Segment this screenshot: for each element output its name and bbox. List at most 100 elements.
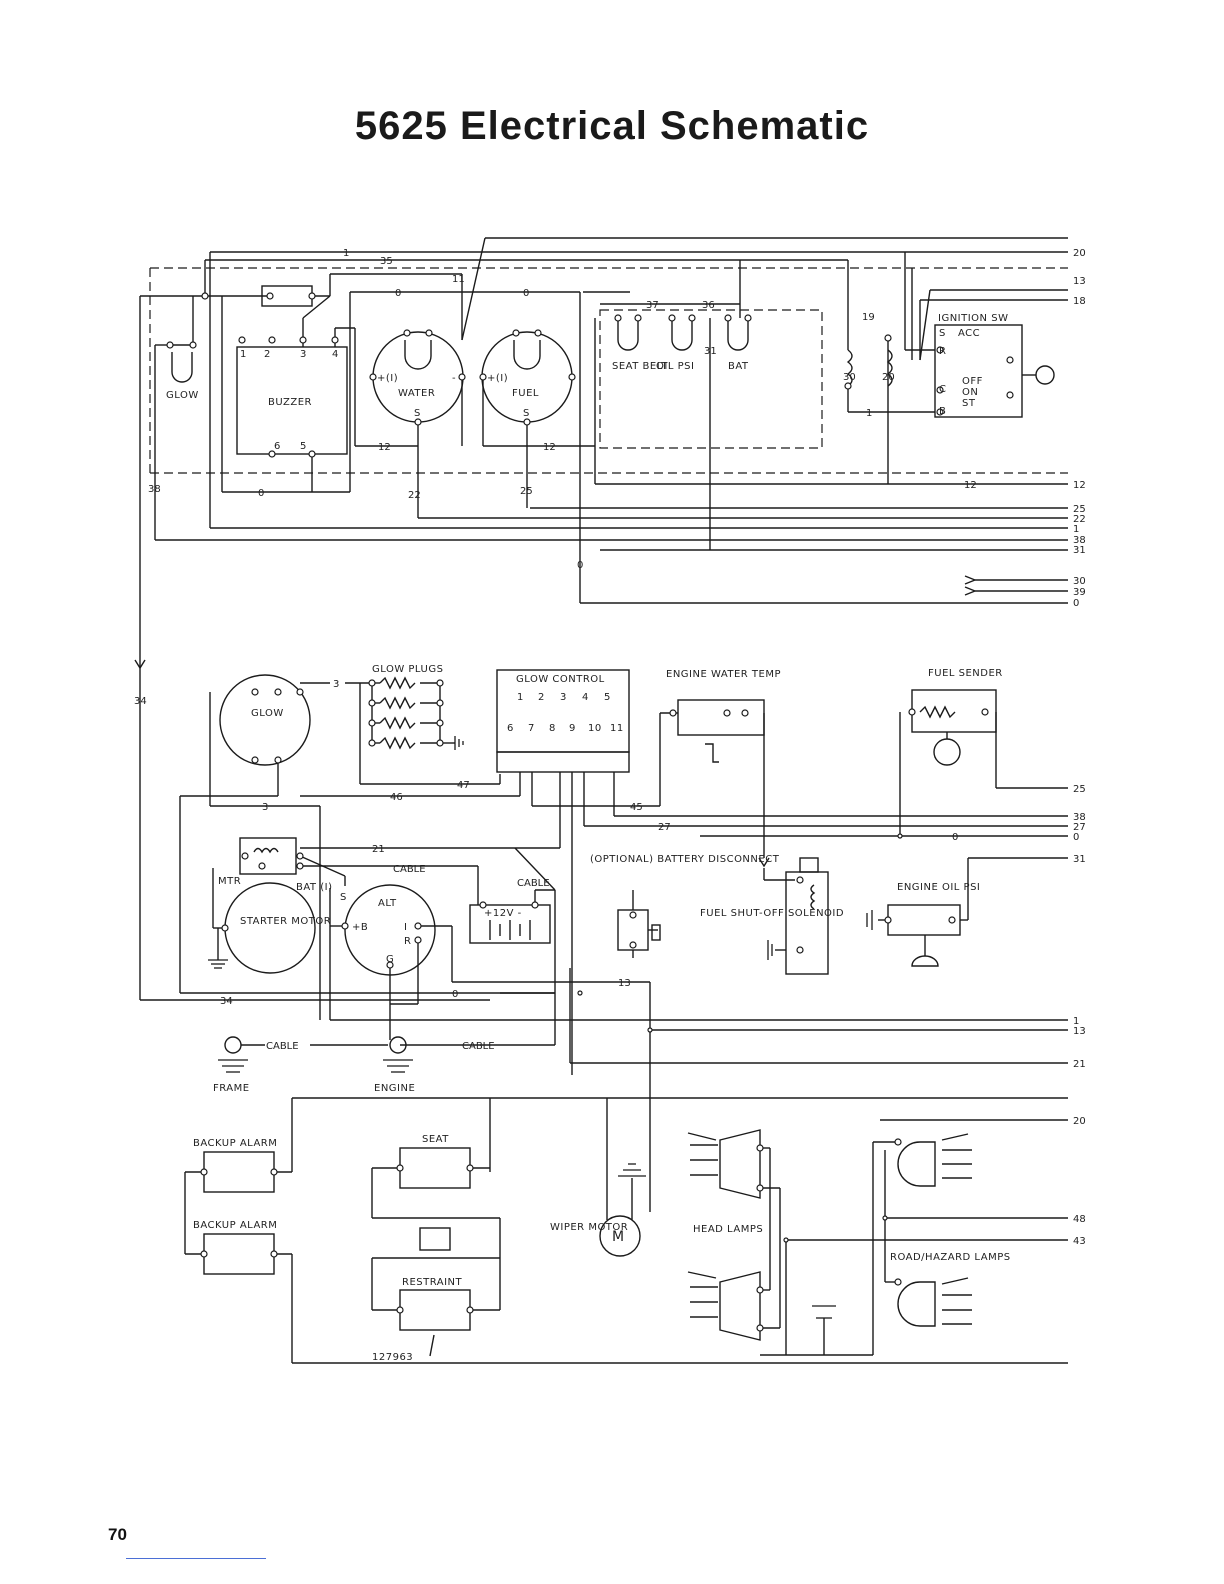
road-hazard-label: ROAD/HAZARD LAMPS [890, 1252, 1011, 1263]
edge-m-27: 27 [1073, 822, 1086, 833]
water-plus-label: +(I) [377, 373, 398, 384]
ign-acc: ACC [958, 328, 980, 339]
edge-m-38: 38 [1073, 812, 1086, 823]
wire-47: 47 [457, 780, 470, 791]
wire-25: 25 [520, 486, 533, 497]
cable-label-1: CABLE [393, 864, 426, 875]
seat-belt-lamp-icon [617, 318, 639, 351]
wire-12c: 12 [964, 480, 977, 491]
glow-lamp-label: GLOW [166, 390, 199, 401]
backup-alarm-2-label: BACKUP ALARM [193, 1220, 277, 1231]
head-lamps-label: HEAD LAMPS [693, 1224, 763, 1235]
buzzer-t3: 3 [300, 349, 307, 360]
buzzer-box [236, 346, 348, 455]
middle-wire-numbers: 3 47 46 45 3 27 0 21 CABLE CABLE 34 0 13… [134, 679, 958, 1052]
water-minus-label: - [452, 373, 456, 384]
buzzer-t1: 1 [240, 349, 247, 360]
footer-rule [126, 1558, 266, 1559]
wire-0e: 0 [952, 832, 958, 843]
head-lamp-1-icon [719, 1129, 761, 1199]
edge-18: 18 [1073, 296, 1086, 307]
wire-34a: 34 [220, 996, 233, 1007]
edge-22: 22 [1073, 514, 1086, 525]
backup-alarm-1-box [203, 1151, 275, 1193]
top-labels: GLOW BUZZER 1 2 3 4 6 5 WATER +(I) - S F… [166, 313, 1008, 452]
wire-34b: 34 [134, 696, 147, 707]
edge-b-20: 20 [1073, 1116, 1086, 1127]
engine-water-temp-label: ENGINE WATER TEMP [666, 669, 781, 680]
ign-on: ON [962, 387, 978, 398]
restraint-label: RESTRAINT [402, 1277, 463, 1288]
wire-0f: 0 [452, 989, 458, 1000]
ign-st: ST [962, 398, 976, 409]
gc-t7: 7 [528, 723, 535, 734]
coil-30-icon [846, 349, 853, 387]
alt-s-label: S [340, 892, 347, 903]
edge-m-21: 21 [1073, 1059, 1086, 1070]
glow-plug-4-icon [379, 736, 416, 750]
engine-water-temp-box [677, 699, 765, 736]
glow-plugs-label: GLOW PLUGS [372, 664, 443, 675]
part-number: 127963 [372, 1352, 413, 1363]
starter-solenoid-box [239, 837, 297, 875]
frame-label: FRAME [213, 1083, 250, 1094]
wire-30: 30 [843, 372, 856, 383]
cable-label-2: CABLE [517, 878, 550, 889]
wiper-motor-icon [599, 1215, 641, 1257]
seat-belt-label: SEAT BELT [612, 361, 668, 372]
oil-psi-lamp-icon [671, 318, 693, 351]
wire-13: 13 [618, 978, 631, 989]
engine-oil-psi-label: ENGINE OIL PSI [897, 882, 980, 893]
ignition-switch-label: IGNITION SW [938, 313, 1008, 324]
fuel-shutoff-label: FUEL SHUT-OFF SOLENOID [700, 908, 844, 919]
backup-alarm-2-box [203, 1233, 275, 1275]
battery-box [469, 904, 551, 944]
edge-31: 31 [1073, 545, 1086, 556]
page-title: 5625 Electrical Schematic [354, 104, 870, 148]
starter-motor-icon [224, 882, 316, 974]
gc-t5: 5 [604, 692, 611, 703]
alt-b-label: +B [352, 922, 368, 933]
edge-30: 30 [1073, 576, 1086, 587]
battery-disconnect-label: (OPTIONAL) BATTERY DISCONNECT [590, 854, 780, 865]
middle-labels: GLOW PLUGS GLOW CONTROL 1 2 3 4 5 6 7 8 … [213, 664, 1003, 1094]
wiper-motor-label: WIPER MOTOR [550, 1222, 628, 1233]
wire-12b: 12 [543, 442, 556, 453]
glow-control-label: GLOW CONTROL [516, 674, 605, 685]
fuel-plus-label: +(I) [487, 373, 508, 384]
glow-plug-2-icon [379, 696, 416, 710]
alt-r-label: R [404, 936, 411, 947]
wiper-m-label: M [612, 1229, 625, 1245]
key-icon [1035, 365, 1055, 385]
edge-39: 39 [1073, 587, 1086, 598]
wire-46: 46 [390, 792, 403, 803]
ign-r: R [939, 346, 946, 357]
wire-3a: 3 [333, 679, 339, 690]
edge-m-25: 25 [1073, 784, 1086, 795]
gc-t3: 3 [560, 692, 567, 703]
wire-0a: 0 [395, 288, 401, 299]
alt-i-label: I [404, 922, 407, 933]
top-wire-numbers: 1 35 11 0 0 37 36 31 19 30 20 1 12 12 22… [148, 248, 977, 571]
ign-off: OFF [962, 376, 983, 387]
starter-motor-label: STARTER MOTOR [240, 916, 331, 927]
edge-12: 12 [1073, 480, 1086, 491]
right-edge-labels-middle: 25 38 27 0 31 1 13 21 [1073, 784, 1086, 1070]
bottom-wiring [184, 1060, 1068, 1364]
bat-i-label: BAT (I) [296, 882, 332, 893]
wire-20: 20 [882, 372, 895, 383]
wire-45: 45 [630, 802, 643, 813]
alt-label: ALT [378, 898, 397, 909]
edge-m-1: 1 [1073, 1016, 1079, 1027]
wire-31: 31 [704, 346, 717, 357]
buzzer-t6: 6 [274, 441, 281, 452]
gc-t10: 10 [588, 723, 602, 734]
ign-b: B [939, 406, 946, 417]
fuel-sender-label: FUEL SENDER [928, 668, 1003, 679]
oil-pressure-sender-icon [911, 955, 939, 967]
mtr-label: MTR [218, 876, 241, 887]
wire-1: 1 [343, 248, 349, 259]
water-s-label: S [414, 408, 421, 419]
backup-alarm-1-label: BACKUP ALARM [193, 1138, 277, 1149]
